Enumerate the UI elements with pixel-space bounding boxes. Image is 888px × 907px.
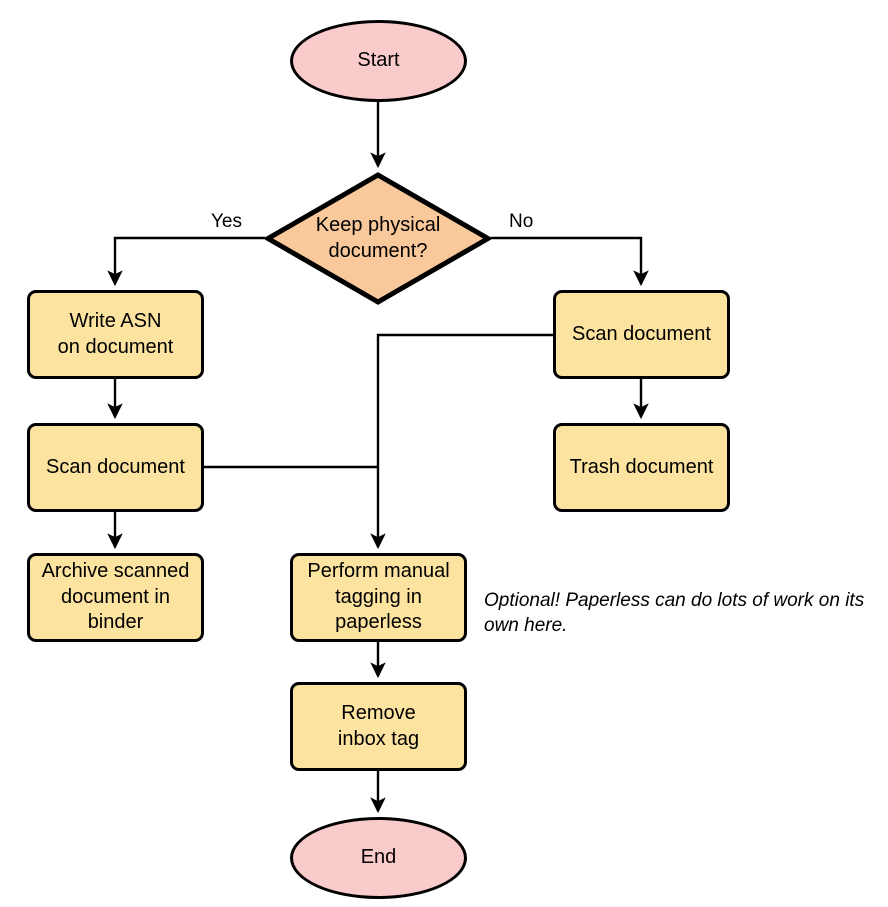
node-keep-physical-document-label: Keep physical document? bbox=[315, 213, 441, 262]
node-start-label: Start bbox=[357, 49, 400, 72]
edge-keep-physical-to-scan-document-right bbox=[491, 236, 649, 287]
diamond-shape bbox=[265, 172, 491, 305]
edge-label-yes: Yes bbox=[211, 211, 242, 232]
node-end[interactable]: End bbox=[290, 817, 467, 899]
edge-label-no: No bbox=[509, 211, 534, 232]
node-archive-scanned-document-in-binder-label: Archive scanned document in binder bbox=[41, 560, 190, 634]
node-remove-inbox-tag-label: Remove inbox tag bbox=[337, 701, 420, 750]
node-keep-physical-document[interactable]: Keep physical document? bbox=[265, 172, 491, 305]
node-scan-document-right[interactable]: Scan document bbox=[553, 290, 730, 379]
edge-keep-physical-to-write-asn bbox=[107, 236, 265, 287]
node-scan-document-left[interactable]: Scan document bbox=[27, 423, 204, 512]
node-trash-document-label: Trash document bbox=[569, 455, 714, 478]
node-start[interactable]: Start bbox=[290, 20, 467, 102]
node-scan-document-left-label: Scan document bbox=[46, 455, 185, 478]
edge-scan-document-right-to-manual-tagging bbox=[370, 333, 553, 550]
node-perform-manual-tagging-in-paperless[interactable]: Perform manual tagging in paperless bbox=[290, 553, 467, 642]
node-scan-document-right-label: Scan document bbox=[572, 322, 711, 345]
node-trash-document[interactable]: Trash document bbox=[553, 423, 730, 512]
node-end-label: End bbox=[360, 846, 397, 869]
node-archive-scanned-document-in-binder[interactable]: Archive scanned document in binder bbox=[27, 553, 204, 642]
annotation-optional-note: Optional! Paperless can do lots of work … bbox=[484, 590, 865, 637]
node-perform-manual-tagging-in-paperless-label: Perform manual tagging in paperless bbox=[307, 560, 450, 634]
node-write-asn-on-document-label: Write ASN on document bbox=[57, 309, 174, 358]
node-write-asn-on-document[interactable]: Write ASN on document bbox=[27, 290, 204, 379]
node-remove-inbox-tag[interactable]: Remove inbox tag bbox=[290, 682, 467, 771]
